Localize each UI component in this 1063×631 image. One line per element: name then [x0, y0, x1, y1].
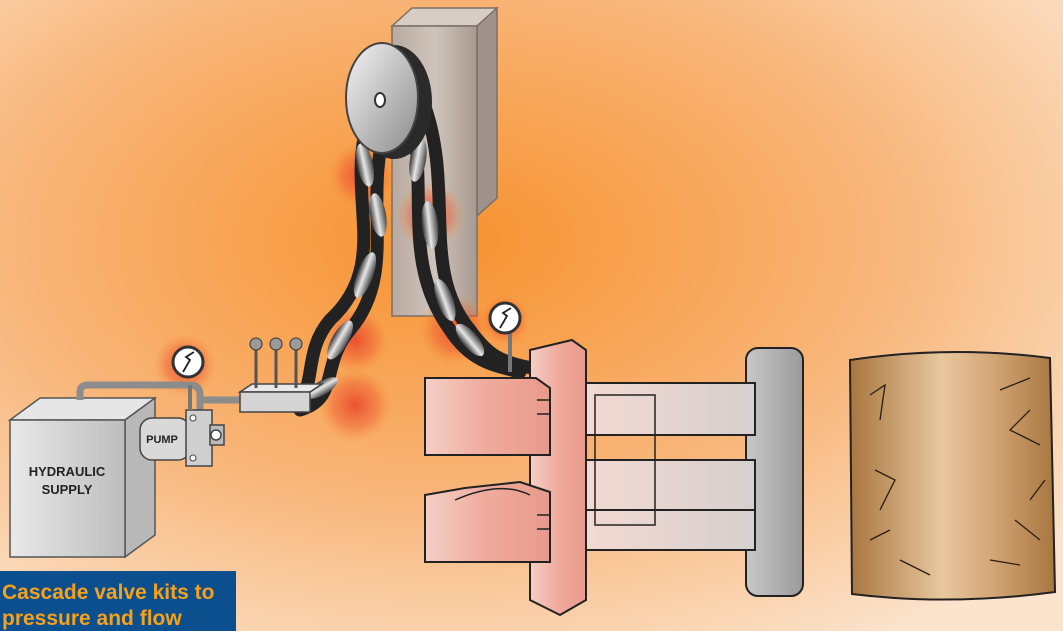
hydraulic-pump: PUMP — [139, 409, 225, 467]
caption-line-1: Cascade valve kits to — [2, 581, 215, 604]
hydraulic-supply-tank: HYDRAULIC SUPPLY — [7, 396, 158, 559]
caption-text: Cascade valve kits to pressure and flow — [2, 580, 236, 631]
hydraulic-supply-label-line1: HYDRAULIC — [29, 464, 106, 479]
hydraulic-supply-label-line2: SUPPLY — [42, 482, 93, 497]
hose-pulley — [345, 42, 432, 159]
paper-roll-load — [848, 350, 1057, 601]
pressure-gauge-left — [171, 345, 205, 410]
pump-label: PUMP — [146, 434, 178, 446]
supply-pipe — [76, 381, 204, 420]
caption-line-2: pressure and flow — [2, 607, 182, 630]
pressure-gauge-right — [488, 301, 522, 372]
clamp-attachment — [424, 338, 804, 617]
hydraulic-hoses — [283, 97, 539, 417]
control-valve — [237, 337, 325, 413]
caption-banner: Cascade valve kits to pressure and flow — [0, 571, 236, 631]
